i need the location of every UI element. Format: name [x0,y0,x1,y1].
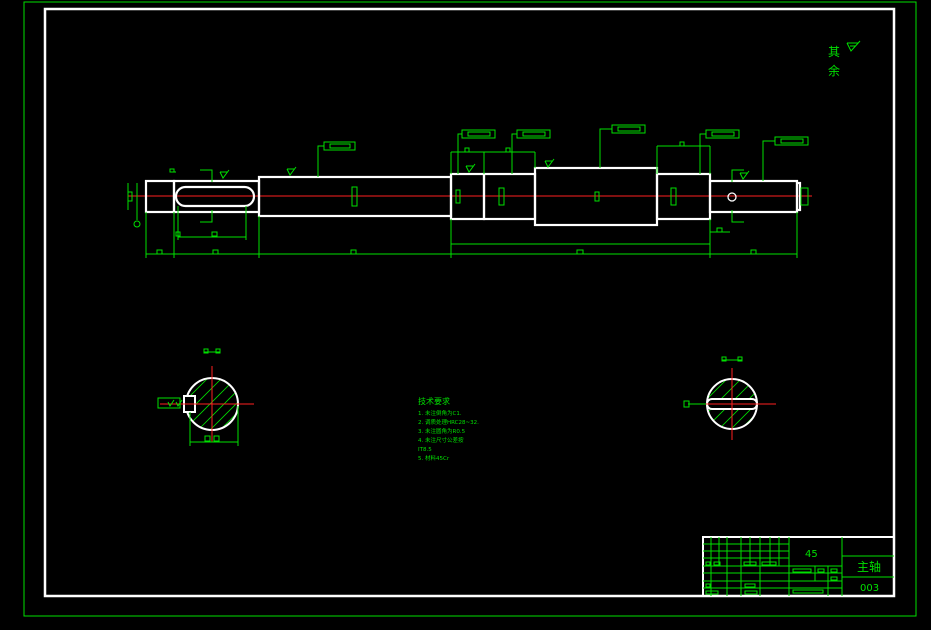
tolerance-frame-5 [699,129,740,174]
groove-6 [800,187,809,206]
tolerance-frame-1 [317,141,356,177]
outer-frame [23,1,917,617]
roughness-mark-4 [544,158,555,168]
section-marker-left [200,169,213,223]
roughness-mark-5 [739,170,750,180]
section-marker-right [731,169,744,223]
dimension-lines [127,183,798,258]
roughness-symbol-icon [846,40,861,52]
groove-4 [594,191,600,202]
section-view-left [157,348,254,446]
tech-req-item-1: 1. 未注倒角为C1. [418,409,462,417]
title-block: 45 主轴 003 [702,536,895,597]
inner-frame [43,7,896,598]
dimension-lines-top [169,141,711,174]
groove-2 [455,189,461,204]
section-view-right [683,356,776,440]
tech-req-title: 技术要求 [418,396,450,406]
title-block-part-name: 主轴 [857,559,881,574]
shaft-main-view [127,124,812,258]
title-block-material: 45 [805,549,818,560]
tolerance-frame-4 [599,124,646,168]
datum-marker-left [133,220,141,228]
tolerance-frame-6 [762,136,809,181]
groove-3 [498,187,505,206]
tech-req-item-5: IT8.5 [418,447,432,453]
roughness-mark-3 [465,163,476,173]
tech-req-item-6: 5. 材料45Cr [418,454,450,462]
groove-5 [670,187,677,206]
groove-1 [351,186,358,207]
tolerance-frame-3 [511,129,551,174]
title-block-drawing-number: 003 [860,583,879,594]
tech-req-item-4: 4. 未注尺寸公差按 [418,436,464,444]
shaft-segment-9 [795,181,802,212]
tolerance-frame-2 [457,129,496,174]
roughness-note-line1: 其 [828,45,840,59]
roughness-mark-2 [286,166,297,176]
datum-marker-right [727,192,737,202]
keyway-slot [174,185,256,208]
roughness-mark-1 [219,169,230,179]
tech-req-item-3: 3. 未注圆角为R0.5 [418,427,466,435]
technical-requirements: 技术要求 1. 未注倒角为C1. 2. 调质处理HRC28~32. 3. 未注圆… [418,396,479,462]
roughness-note-line2: 余 [828,63,840,78]
roughness-note: 其 余 [828,40,861,78]
tech-req-item-2: 2. 调质处理HRC28~32. [418,418,479,426]
